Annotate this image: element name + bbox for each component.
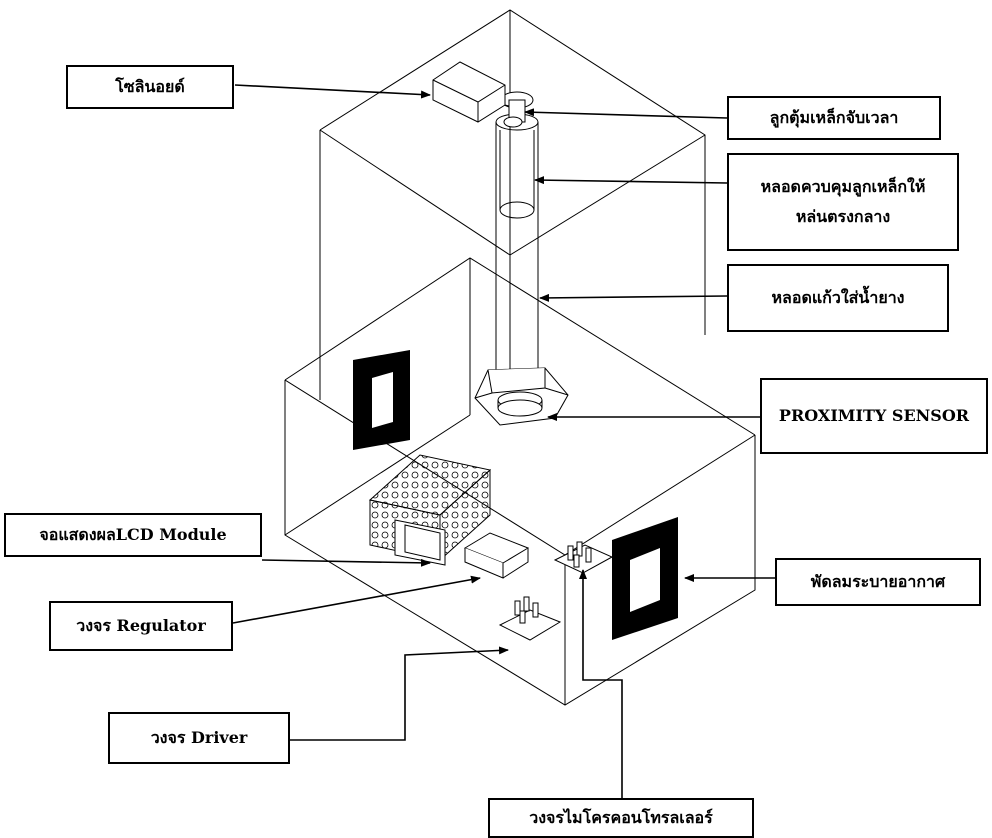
- proximity-sensor: [474, 367, 569, 426]
- regulator-box: [463, 532, 530, 579]
- microcontroller-board: [553, 541, 614, 574]
- microcontroller-label: วงจรไมโครคอนโทรลเลอร์: [488, 798, 754, 838]
- solenoid: [432, 61, 506, 123]
- driver-label-text: วงจร Driver: [150, 727, 248, 747]
- base-enclosure: [284, 257, 756, 706]
- microcontroller-label-text: วงจรไมโครคอนโทรลเลอร์: [529, 807, 713, 827]
- upper-enclosure: [319, 9, 706, 400]
- guide-tube-label-line2: หล่นตรงกลาง: [795, 207, 891, 226]
- timing-ball-label: ลูกตุ้มเหล็กจับเวลา: [727, 96, 941, 140]
- lcd-module-label-text: จอแสดงผลLCD Module: [39, 524, 227, 544]
- driver-board: [498, 596, 562, 641]
- fan-label-text: พัดลมระบายอากาศ: [810, 571, 946, 591]
- lcd-module-label: จอแสดงผลLCD Module: [4, 513, 262, 557]
- lcd-module: [368, 454, 492, 566]
- glass-tube-label-text: หลอดแก้วใส่น้ำยาง: [771, 287, 905, 307]
- solenoid-label-text: โซลินอยด์: [115, 76, 185, 96]
- regulator-label: วงจร Regulator: [49, 601, 233, 651]
- fan-right: [612, 517, 678, 640]
- leader-lines: [232, 84, 775, 798]
- proximity-sensor-label-text: PROXIMITY SENSOR: [778, 405, 970, 425]
- solenoid-label: โซลินอยด์: [66, 65, 234, 109]
- guide-tube-label: หลอดควบคุมลูกเหล็กให้ หล่นตรงกลาง: [727, 153, 959, 251]
- glass-tube-label: หลอดแก้วใส่น้ำยาง: [727, 264, 949, 332]
- regulator-label-text: วงจร Regulator: [76, 615, 206, 635]
- fan-label: พัดลมระบายอากาศ: [775, 558, 981, 606]
- guide-tube-label-line1: หลอดควบคุมลูกเหล็กให้: [760, 176, 926, 196]
- proximity-sensor-label: PROXIMITY SENSOR: [760, 378, 988, 454]
- glass-tube: [495, 113, 539, 390]
- driver-label: วงจร Driver: [108, 712, 290, 764]
- timing-ball-label-text: ลูกตุ้มเหล็กจับเวลา: [769, 107, 899, 127]
- fan-left: [353, 350, 410, 450]
